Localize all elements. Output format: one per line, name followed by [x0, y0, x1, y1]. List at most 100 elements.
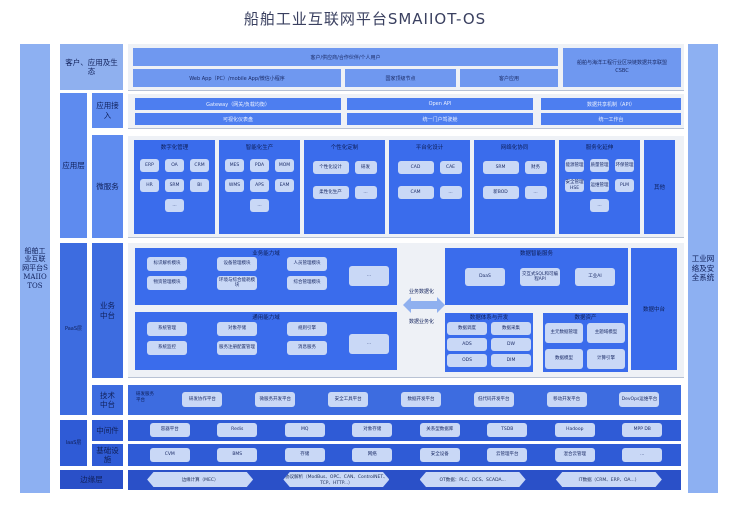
module-item[interactable]: 环境与综合能耗模块 [217, 276, 257, 290]
module-item[interactable]: 交互式SQL和可编程API [520, 268, 560, 286]
microservice-item[interactable]: WMS [225, 179, 244, 192]
microservice-item[interactable]: MOM [275, 159, 294, 172]
module-item[interactable]: DevOps运维平台 [619, 392, 660, 407]
item-list: 系统管理 对象存储 规则引擎系统监控 服务注册配置管理 消息服务 [147, 322, 347, 355]
microservice-item[interactable]: ... [439, 186, 462, 199]
microservice-item[interactable]: 运维管理 [590, 179, 609, 192]
module-item[interactable]: 安全工具平台 [328, 392, 369, 407]
module-item[interactable]: 系统管理 [147, 322, 187, 336]
microservice-item[interactable]: 新BOD [482, 186, 519, 199]
module-item[interactable]: MQ [284, 423, 325, 437]
module-item[interactable]: 工业AI [575, 268, 615, 286]
module-item[interactable]: 标识解析模块 [147, 257, 187, 271]
module-item[interactable]: 人员管理模块 [287, 257, 327, 271]
module-item[interactable]: 主元数据管理 [545, 323, 583, 343]
microservice-item[interactable]: ... [524, 186, 547, 199]
microservice-item[interactable]: SRM [165, 179, 184, 192]
microservice-item[interactable]: CAE [439, 161, 462, 174]
module-item[interactable]: 低代码开发平台 [473, 392, 514, 407]
module-item[interactable]: Redis [217, 423, 258, 437]
microservice-item[interactable]: HR [140, 179, 159, 192]
data-assets-title: 数据资产 [574, 315, 597, 321]
edge-item[interactable]: 协议解析（ModBus、OPC、CAN、ControlNET、TCP、HTTP.… [283, 472, 390, 487]
module-item[interactable]: 综合管理模块 [287, 276, 327, 290]
microservice-item[interactable]: 个性化设计 [312, 161, 349, 174]
microservice-item[interactable]: 财务 [524, 161, 547, 174]
microservice-item[interactable]: OA [165, 159, 184, 172]
microservice-item[interactable]: PDA [250, 159, 269, 172]
microservice-item[interactable]: ... [354, 186, 377, 199]
module-item[interactable]: DW [491, 338, 531, 351]
module-item[interactable]: 数据模型 [545, 349, 583, 369]
module-item[interactable]: 物资管理模块 [147, 276, 187, 290]
edge-panel: 边缘计算（MEC） 协议解析（ModBus、OPC、CAN、ControlNET、… [128, 470, 681, 490]
microservice-item[interactable]: MES [225, 159, 244, 172]
module-item[interactable]: 设备管理模块 [217, 257, 257, 271]
module-item[interactable]: ... [622, 448, 663, 462]
microservice-item[interactable]: 柔性化生产 [312, 186, 349, 199]
tech-mid-panel: 研发服务平台 研发协作平台微服务开发平台安全工具平台数据开发平台低代码开发平台移… [128, 385, 681, 415]
module-item[interactable]: 消息服务 [287, 341, 327, 355]
module-item[interactable]: ADS [447, 338, 487, 351]
layer-customer-label: 客户、应用及生态 [65, 57, 118, 76]
microservice-item[interactable]: CAD [397, 161, 434, 174]
module-item[interactable]: 研发协作平台 [182, 392, 223, 407]
module-item[interactable]: 移动开发平台 [546, 392, 587, 407]
edge-item[interactable]: 边缘计算（MEC） [147, 472, 254, 487]
layer-app-access-label: 应用接入 [96, 101, 119, 120]
module-item[interactable]: 规则引擎 [287, 322, 327, 336]
microservice-item[interactable]: 研发 [354, 161, 377, 174]
microservice-item[interactable]: 环保管理 [615, 159, 634, 172]
module-item[interactable]: TSDB [487, 423, 528, 437]
microservice-item[interactable]: BI [190, 179, 209, 192]
microservice-item[interactable]: ... [590, 199, 609, 212]
module-item[interactable]: 微服务开发平台 [255, 392, 296, 407]
microservice-item[interactable]: CRM [190, 159, 209, 172]
microservice-item[interactable]: APS [250, 179, 269, 192]
module-item[interactable]: 网络 [352, 448, 393, 462]
module-item[interactable]: MPP DB [622, 423, 663, 437]
microservice-item[interactable]: ... [250, 199, 269, 212]
module-item[interactable]: 安全设备 [419, 448, 460, 462]
module-item[interactable]: BMS [217, 448, 258, 462]
module-item[interactable]: 计算引擎 [587, 349, 625, 369]
microservice-item[interactable]: CAM [397, 186, 434, 199]
arrow-label-bottom: 数据业务化 [409, 319, 435, 325]
microservice-item[interactable]: 质量管理 [590, 159, 609, 172]
module-item[interactable]: 混合云管理 [554, 448, 595, 462]
module-item[interactable]: 服务注册配置管理 [217, 341, 257, 355]
module-item[interactable]: Hadoop [554, 423, 595, 437]
microservice-item[interactable]: ERP [140, 159, 159, 172]
microservice-other: 其他 [644, 140, 675, 234]
module-item[interactable]: CVM [149, 448, 190, 462]
module-item[interactable]: ODS [447, 354, 487, 367]
microservice-item[interactable]: SRM [482, 161, 519, 174]
module-item[interactable]: 系统监控 [147, 341, 187, 355]
module-item[interactable]: 对象存储 [217, 322, 257, 336]
bidirectional-arrow-icon [403, 297, 445, 313]
module-item[interactable]: 容器平台 [149, 423, 190, 437]
module-item[interactable]: 主题域模型 [587, 323, 625, 343]
microservice-item[interactable]: ... [165, 199, 184, 212]
edge-item[interactable]: IT数据（CRM、ERP、OA...） [555, 472, 662, 487]
microservice-item[interactable]: PLM [615, 179, 634, 192]
module-item[interactable]: DaaS [465, 268, 505, 286]
microservice-item[interactable]: EAM [275, 179, 294, 192]
edge-item[interactable]: OT数据：PLC、DCS、SCADA... [419, 472, 526, 487]
more-item[interactable]: ... [349, 334, 389, 354]
module-item[interactable]: 数据采集 [491, 322, 531, 335]
more-item[interactable]: ... [349, 266, 389, 286]
module-item[interactable]: 关系型数据库 [419, 423, 460, 437]
microservice-item[interactable]: 能源管理 [565, 159, 584, 172]
item-list: DaaS 交互式SQL和可编程API 工业AI [465, 268, 615, 286]
module-item[interactable]: 数据开发平台 [400, 392, 441, 407]
module-item[interactable]: 云管理平台 [487, 448, 528, 462]
microservice-item[interactable]: 安全管理HSE [565, 179, 584, 192]
module-item[interactable]: 数据调度 [447, 322, 487, 335]
module-item[interactable]: DIM [491, 354, 531, 367]
module-item[interactable]: 对象存储 [352, 423, 393, 437]
module-item[interactable]: 存储 [284, 448, 325, 462]
